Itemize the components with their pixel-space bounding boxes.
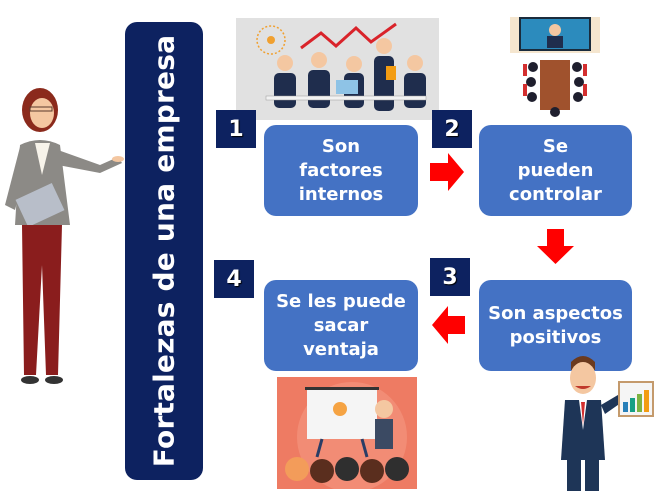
arrow-down-icon [537,229,574,264]
step-box-1: Son factores internos [264,125,418,216]
team-meeting-illustration [236,18,439,120]
step-badge-4: 4 [214,260,254,298]
step-box-2: Se pueden controlar [479,125,632,216]
businesswoman-illustration [0,85,125,400]
step-badge-3: 3 [430,258,470,296]
step-label-3: Son aspectos positivos [488,302,623,348]
diagram-title: Fortalezas de una empresa [147,34,181,468]
step-label-4: Se les puede sacar ventaja [276,290,406,360]
video-conference-illustration [505,12,605,117]
businessman-illustration [553,350,655,491]
step-label-1: Son factores internos [298,135,384,205]
step-label-2: Se pueden controlar [509,135,602,205]
title-bar: Fortalezas de una empresa [125,22,203,480]
step-box-4: Se les puede sacar ventaja [264,280,418,371]
arrow-right-icon [430,153,464,191]
arrow-left-icon [432,306,465,344]
presentation-illustration [277,377,417,489]
step-badge-2: 2 [432,110,472,148]
step-box-3: Son aspectos positivos [479,280,632,371]
step-badge-1: 1 [216,110,256,148]
